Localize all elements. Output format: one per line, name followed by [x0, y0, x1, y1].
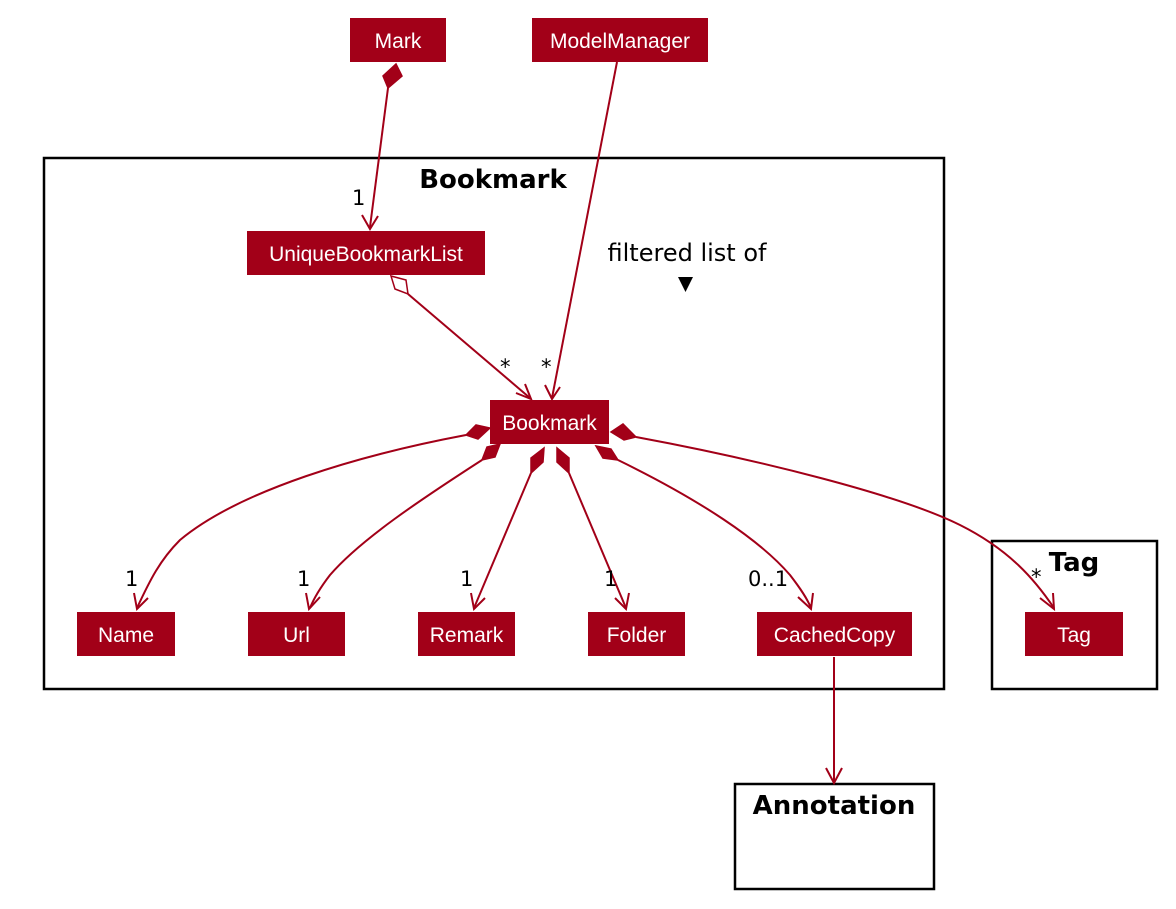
arrowhead-icon	[614, 592, 630, 612]
composition-diamond-icon	[464, 424, 492, 440]
multiplicity-bookmark-to-name: 1	[125, 567, 138, 591]
package-bookmark-frame	[42, 156, 946, 691]
arrowhead-icon	[797, 592, 814, 612]
composition-diamond-icon	[382, 62, 403, 90]
class-unique-bookmark-list: UniqueBookmarkList	[247, 231, 485, 275]
edge-bookmark-to-remark	[473, 472, 532, 609]
multiplicity-bookmark-to-tag: *	[1031, 565, 1042, 589]
multiplicity-bookmark-to-url: 1	[297, 567, 310, 591]
class-remark: Remark	[418, 612, 515, 656]
aggregation-diamond-icon	[389, 274, 409, 296]
class-name-label: Name	[98, 624, 154, 647]
arrowhead-icon	[470, 592, 486, 612]
edge-bookmark-to-tag	[635, 436, 1055, 609]
class-url-box	[248, 612, 345, 656]
note: filtered list of	[608, 239, 767, 292]
class-cached-copy-label: CachedCopy	[774, 624, 896, 647]
arrowhead-icon	[305, 592, 321, 612]
package-bookmark-title: Bookmark	[419, 165, 567, 195]
arrowhead-icon	[1039, 592, 1056, 612]
class-name: Name	[77, 612, 175, 656]
class-model-manager: ModelManager	[532, 18, 708, 62]
class-tag-label: Tag	[1057, 624, 1091, 647]
multiplicity-bookmark-to-cached-copy: 0..1	[748, 567, 788, 591]
class-url-label: Url	[283, 624, 310, 647]
multiplicity-list-to-bookmark: *	[500, 355, 511, 379]
class-tag-box	[1025, 612, 1123, 656]
package-tag-frame	[990, 539, 1159, 691]
class-cached-copy: CachedCopy	[757, 612, 912, 656]
arrowhead-icon	[133, 592, 149, 612]
class-bookmark-label: Bookmark	[502, 412, 597, 435]
composition-diamond-icon	[609, 423, 638, 441]
package-annotation: Annotation	[733, 782, 936, 891]
class-mark-label: Mark	[375, 30, 422, 53]
composition-diamond-icon	[480, 442, 502, 462]
class-mark-box	[350, 18, 446, 62]
arrowhead-icon	[361, 214, 379, 231]
edge-bookmark-to-folder	[568, 472, 627, 609]
class-folder-box	[588, 612, 685, 656]
edge-bookmark-to-url	[309, 459, 483, 609]
class-unique-bookmark-list-label: UniqueBookmarkList	[269, 243, 463, 266]
down-triangle-icon	[678, 277, 693, 292]
arrowhead-icon	[515, 383, 533, 401]
class-unique-bookmark-list-box	[247, 231, 485, 275]
package-annotation-title: Annotation	[753, 791, 916, 821]
class-url: Url	[248, 612, 345, 656]
edges	[133, 61, 1056, 786]
class-name-box	[77, 612, 175, 656]
arrowhead-icon	[544, 384, 561, 401]
composition-diamond-icon	[530, 446, 545, 475]
edge-list-to-bookmark	[407, 293, 531, 399]
class-mark: Mark	[350, 18, 446, 62]
class-bookmark: Bookmark	[490, 400, 609, 444]
class-remark-box	[418, 612, 515, 656]
composition-diamond-icon	[594, 444, 620, 461]
edge-manager-to-bookmark	[551, 61, 618, 399]
edge-bookmark-to-name	[136, 434, 467, 609]
composition-diamond-icon	[556, 446, 570, 475]
edge-mark-to-list	[369, 87, 389, 228]
multiplicity-bookmark-to-remark: 1	[460, 567, 473, 591]
multiplicity-bookmark-to-folder: 1	[604, 567, 617, 591]
edge-bookmark-to-cached-copy	[617, 459, 812, 609]
class-bookmark-box	[490, 400, 609, 444]
package-bookmark: Bookmark	[42, 156, 946, 691]
class-remark-label: Remark	[430, 624, 504, 647]
class-cached-copy-box	[757, 612, 912, 656]
multiplicity-manager-to-bookmark: *	[541, 355, 552, 379]
class-tag: Tag	[1025, 612, 1123, 656]
class-model-manager-label: ModelManager	[550, 30, 690, 53]
package-tag-title: Tag	[1049, 548, 1100, 578]
class-model-manager-box	[532, 18, 708, 62]
note-text: filtered list of	[608, 239, 767, 267]
class-folder: Folder	[588, 612, 685, 656]
multiplicity-mark-to-list: 1	[352, 186, 365, 210]
arrowhead-icon	[825, 767, 843, 786]
multiplicities: 1 * * 1 1 1 1 0..1 *	[125, 186, 1042, 591]
class-folder-label: Folder	[607, 624, 667, 647]
package-tag: Tag	[990, 539, 1159, 691]
